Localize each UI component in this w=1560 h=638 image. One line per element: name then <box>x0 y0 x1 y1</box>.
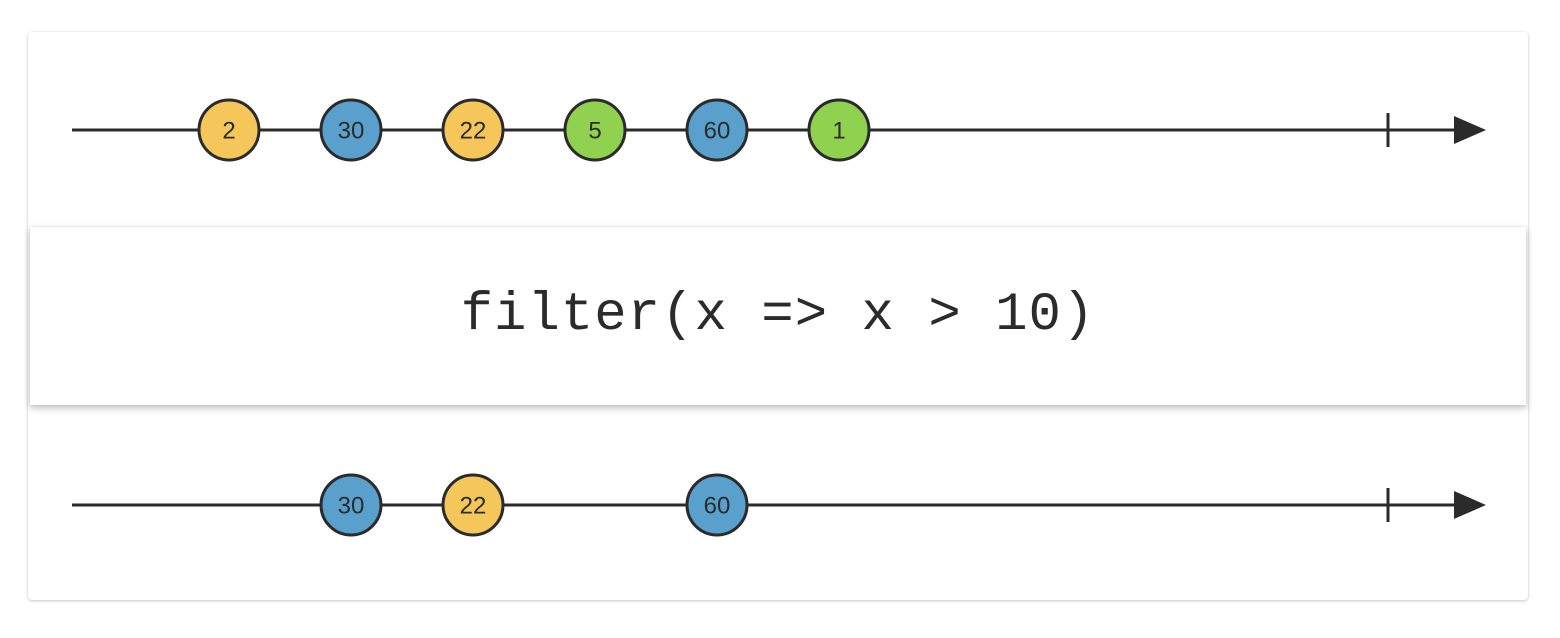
input-marble: 5 <box>563 98 627 162</box>
input-marble-label: 30 <box>338 118 365 145</box>
input-marble-circle <box>197 98 261 162</box>
output-marble-label: 60 <box>704 493 731 520</box>
output-marble-label: 22 <box>460 493 487 520</box>
input-marble-label: 2 <box>222 118 235 145</box>
input-timeline: 2 30 22 5 60 1 <box>72 98 1486 162</box>
input-marble-circle <box>685 98 749 162</box>
output-marble: 60 <box>685 473 749 537</box>
input-marble-circle <box>319 98 383 162</box>
input-marble-label: 60 <box>704 118 731 145</box>
output-marble: 22 <box>441 473 505 537</box>
input-stream: 2 30 22 5 60 1 <box>0 85 1560 175</box>
output-marble: 30 <box>319 473 383 537</box>
input-marble-circle <box>563 98 627 162</box>
input-arrowhead-icon <box>1454 116 1486 144</box>
output-stream: 30 22 60 <box>0 460 1560 550</box>
input-marble-label: 22 <box>460 118 487 145</box>
input-marble-label: 1 <box>832 118 845 145</box>
input-marble: 30 <box>319 98 383 162</box>
output-marble-label: 30 <box>338 493 365 520</box>
output-marble-circle <box>319 473 383 537</box>
input-marble: 22 <box>441 98 505 162</box>
output-marble-circle <box>685 473 749 537</box>
input-marble: 60 <box>685 98 749 162</box>
output-marble-circle <box>441 473 505 537</box>
input-marble-circle <box>441 98 505 162</box>
input-marble-label: 5 <box>588 118 601 145</box>
output-timeline: 30 22 60 <box>72 473 1486 537</box>
input-marble: 1 <box>807 98 871 162</box>
output-arrowhead-icon <box>1454 491 1486 519</box>
input-marble-circle <box>807 98 871 162</box>
operator-box: filter(x => x > 10) <box>30 227 1526 405</box>
input-marble: 2 <box>197 98 261 162</box>
operator-label: filter(x => x > 10) <box>460 284 1096 346</box>
